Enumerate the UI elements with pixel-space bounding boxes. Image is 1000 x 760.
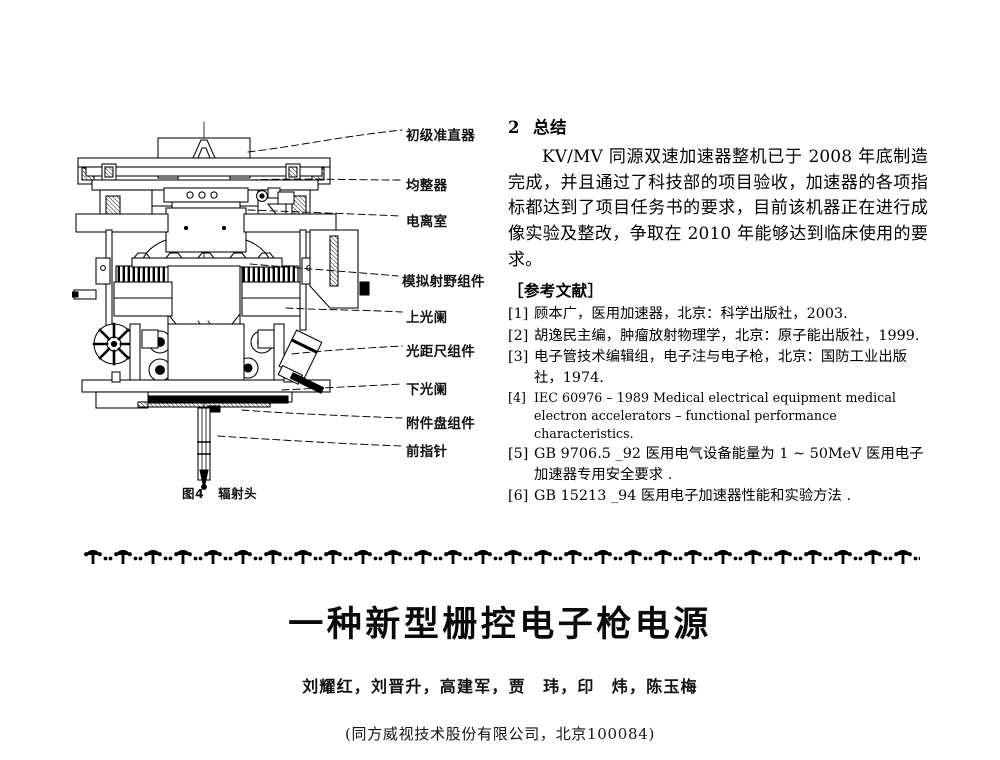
radiation-head-technical-drawing [72,118,412,493]
reference-marker: [6] [508,488,529,505]
reference-text: 电子管技术编辑组，电子注与电子枪，北京：国防工业出版社，1974. [534,349,908,386]
reference-text: 胡逸民主编，肿瘤放射物理学，北京：原子能出版社，1999. [534,327,920,344]
references-heading: ［参考文献］ [508,280,604,300]
reference-item: [3] 电子管技术编辑组，电子注与电子枪，北京：国防工业出版社，1974. [508,347,928,388]
reference-text: IEC 60976 – 1989 Medical electrical equi… [534,390,896,442]
reference-text: GB 9706.5 _92 医用电气设备能量为 1 ~ 50MeV 医用电子加速… [534,446,924,483]
reference-text: GB 15213 _94 医用电子加速器性能和实验方法 . [534,488,852,505]
figure-callout-simulated-field-module: 模拟射野组件 [402,274,485,290]
figure-callout-accessory-tray-module: 附件盘组件 [406,416,475,432]
reference-item: [2] 胡逸民主编，肿瘤放射物理学，北京：原子能出版社，1999. [508,326,928,347]
figure-block: 初级准直器 均整器 电离室 模拟射野组件 上光阑 光距尺组件 下光阑 附件盘组件… [72,118,492,518]
figure-callout-primary-collimator: 初级准直器 [406,128,475,144]
reference-item: [6] GB 15213 _94 医用电子加速器性能和实验方法 . [508,486,928,507]
reference-marker: [2] [508,327,529,344]
next-article-header: 一种新型栅控电子枪电源 刘耀红，刘晋升，高建军，贾 玮，印 炜，陈玉梅 (同方威… [0,604,1000,744]
reference-item: [5] GB 9706.5 _92 医用电气设备能量为 1 ~ 50MeV 医用电… [508,444,928,485]
reference-marker: [3] [508,349,529,366]
article-text-column: 2 总结 KV/MV 同源双速加速器整机已于 2008 年底制造完成，并且通过了科… [508,118,928,508]
figure-caption-number: 图4 [182,486,205,501]
figure-callout-ionization-chamber: 电离室 [406,214,448,230]
article-affiliation: (同方威视技术股份有限公司，北京100084) [344,724,656,743]
reference-item: [1] 顾本广，医用加速器，北京：科学出版社，2003. [508,304,928,325]
section-title: 总结 [532,118,567,137]
figure-caption-text: 辐射头 [218,486,258,501]
article-authors: 刘耀红，刘晋升，高建军，贾 玮，印 炜，陈玉梅 [302,676,698,696]
reference-marker: [1] [508,306,529,323]
figure-callout-lower-diaphragm: 下光阑 [406,382,448,398]
reference-marker: [4] [508,390,526,406]
figure-callout-upper-diaphragm: 上光阑 [406,310,448,326]
figure-callout-front-pointer: 前指针 [406,444,448,460]
reference-marker: [5] [508,446,529,463]
figure-caption: 图4 辐射头 [182,483,257,502]
summary-paragraph: KV/MV 同源双速加速器整机已于 2008 年底制造完成，并且通过了科技部的项… [508,146,928,271]
reference-item: [4] IEC 60976 – 1989 Medical electrical e… [508,389,928,443]
figure-callout-flattening-filter: 均整器 [406,178,448,194]
section-heading: 2 总结 [508,118,928,138]
references-list: [1] 顾本广，医用加速器，北京：科学出版社，2003. [2] 胡逸民主编，肿瘤放… [508,304,928,507]
section-number: 2 [508,118,520,137]
figure-callout-optical-distance-ruler: 光距尺组件 [406,344,475,360]
reference-text: 顾本广，医用加速器，北京：科学出版社，2003. [534,306,848,323]
ornamental-divider [84,548,920,566]
article-title: 一种新型栅控电子枪电源 [288,605,712,645]
